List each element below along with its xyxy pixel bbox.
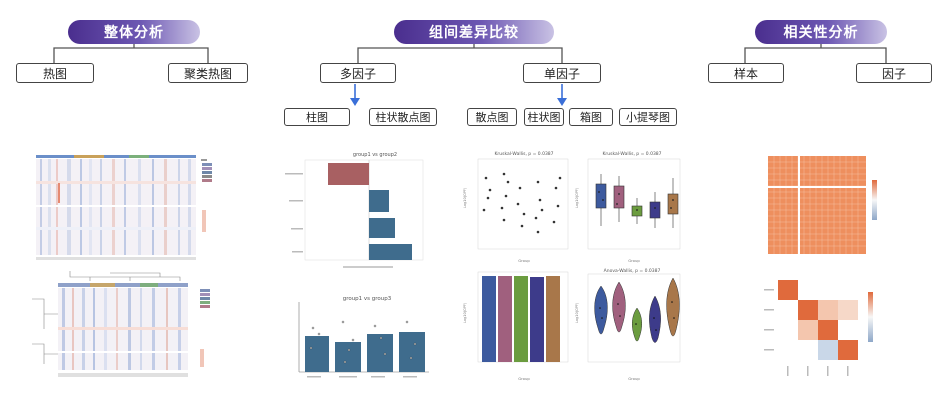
scatter-y-label: Log10(OPF) (463, 187, 467, 208)
bar-scatter-title: group1 vs group3 (343, 296, 392, 302)
kruskal-box-title: Kruskal-Wallis, p = 0.0387 (602, 151, 661, 157)
diverging-bar-thumbnail: group1 vs group2 (283, 148, 433, 272)
node-cluster-heatmap[interactable]: 聚类热图 (168, 63, 248, 83)
column-x-label: Group (518, 376, 530, 381)
box-plot-thumbnail: Kruskal-Wallis, p = 0.0387 Log10(OPF) Gr… (574, 148, 684, 266)
box-y-label: Log10(OPF) (575, 187, 579, 208)
column-chart-thumbnail: Log10(OPF) Group (462, 268, 572, 386)
node-box-plot[interactable]: 箱图 (569, 108, 613, 126)
kruskal-title: Kruskal-Wallis, p = 0.0387 (494, 151, 553, 157)
violin-plot-thumbnail: Anova-Wallis, p = 0.0387 Log10(OPF) Grou… (574, 268, 684, 386)
box-x-label: Group (628, 258, 640, 263)
column-y-label: Log10(OPF) (463, 302, 467, 323)
diverging-bar-title: group1 vs group2 (353, 152, 397, 158)
heatmap-thumbnail (34, 155, 234, 267)
node-column-chart[interactable]: 柱状图 (524, 108, 564, 126)
section-title-correlation-analysis[interactable]: 相关性分析 (755, 20, 887, 44)
factor-correlation-thumbnail (760, 272, 890, 386)
node-bar-scatter-chart[interactable]: 柱状散点图 (369, 108, 437, 126)
node-multi-factor[interactable]: 多因子 (320, 63, 396, 83)
node-violin-plot[interactable]: 小提琴图 (619, 108, 677, 126)
sample-correlation-thumbnail (760, 152, 890, 262)
node-sample[interactable]: 样本 (708, 63, 784, 83)
violin-x-label: Group (628, 376, 640, 381)
violin-y-label: Log10(OPF) (575, 302, 579, 323)
anova-title: Anova-Wallis, p = 0.0387 (604, 268, 661, 274)
node-scatter-plot[interactable]: 散点图 (467, 108, 517, 126)
node-heatmap[interactable]: 热图 (16, 63, 94, 83)
section-title-overall-analysis[interactable]: 整体分析 (68, 20, 200, 44)
bar-scatter-thumbnail: group1 vs group3 (283, 292, 433, 392)
node-bar-chart[interactable]: 柱图 (284, 108, 350, 126)
node-single-factor[interactable]: 单因子 (523, 63, 601, 83)
section-title-group-comparison[interactable]: 组间差异比较 (394, 20, 554, 44)
cluster-heatmap-thumbnail (30, 269, 250, 387)
node-factor[interactable]: 因子 (856, 63, 932, 83)
scatter-x-label: Group (518, 258, 530, 263)
scatter-plot-thumbnail: Kruskal-Wallis, p = 0.0387 Log10(OPF) Gr… (462, 148, 572, 266)
